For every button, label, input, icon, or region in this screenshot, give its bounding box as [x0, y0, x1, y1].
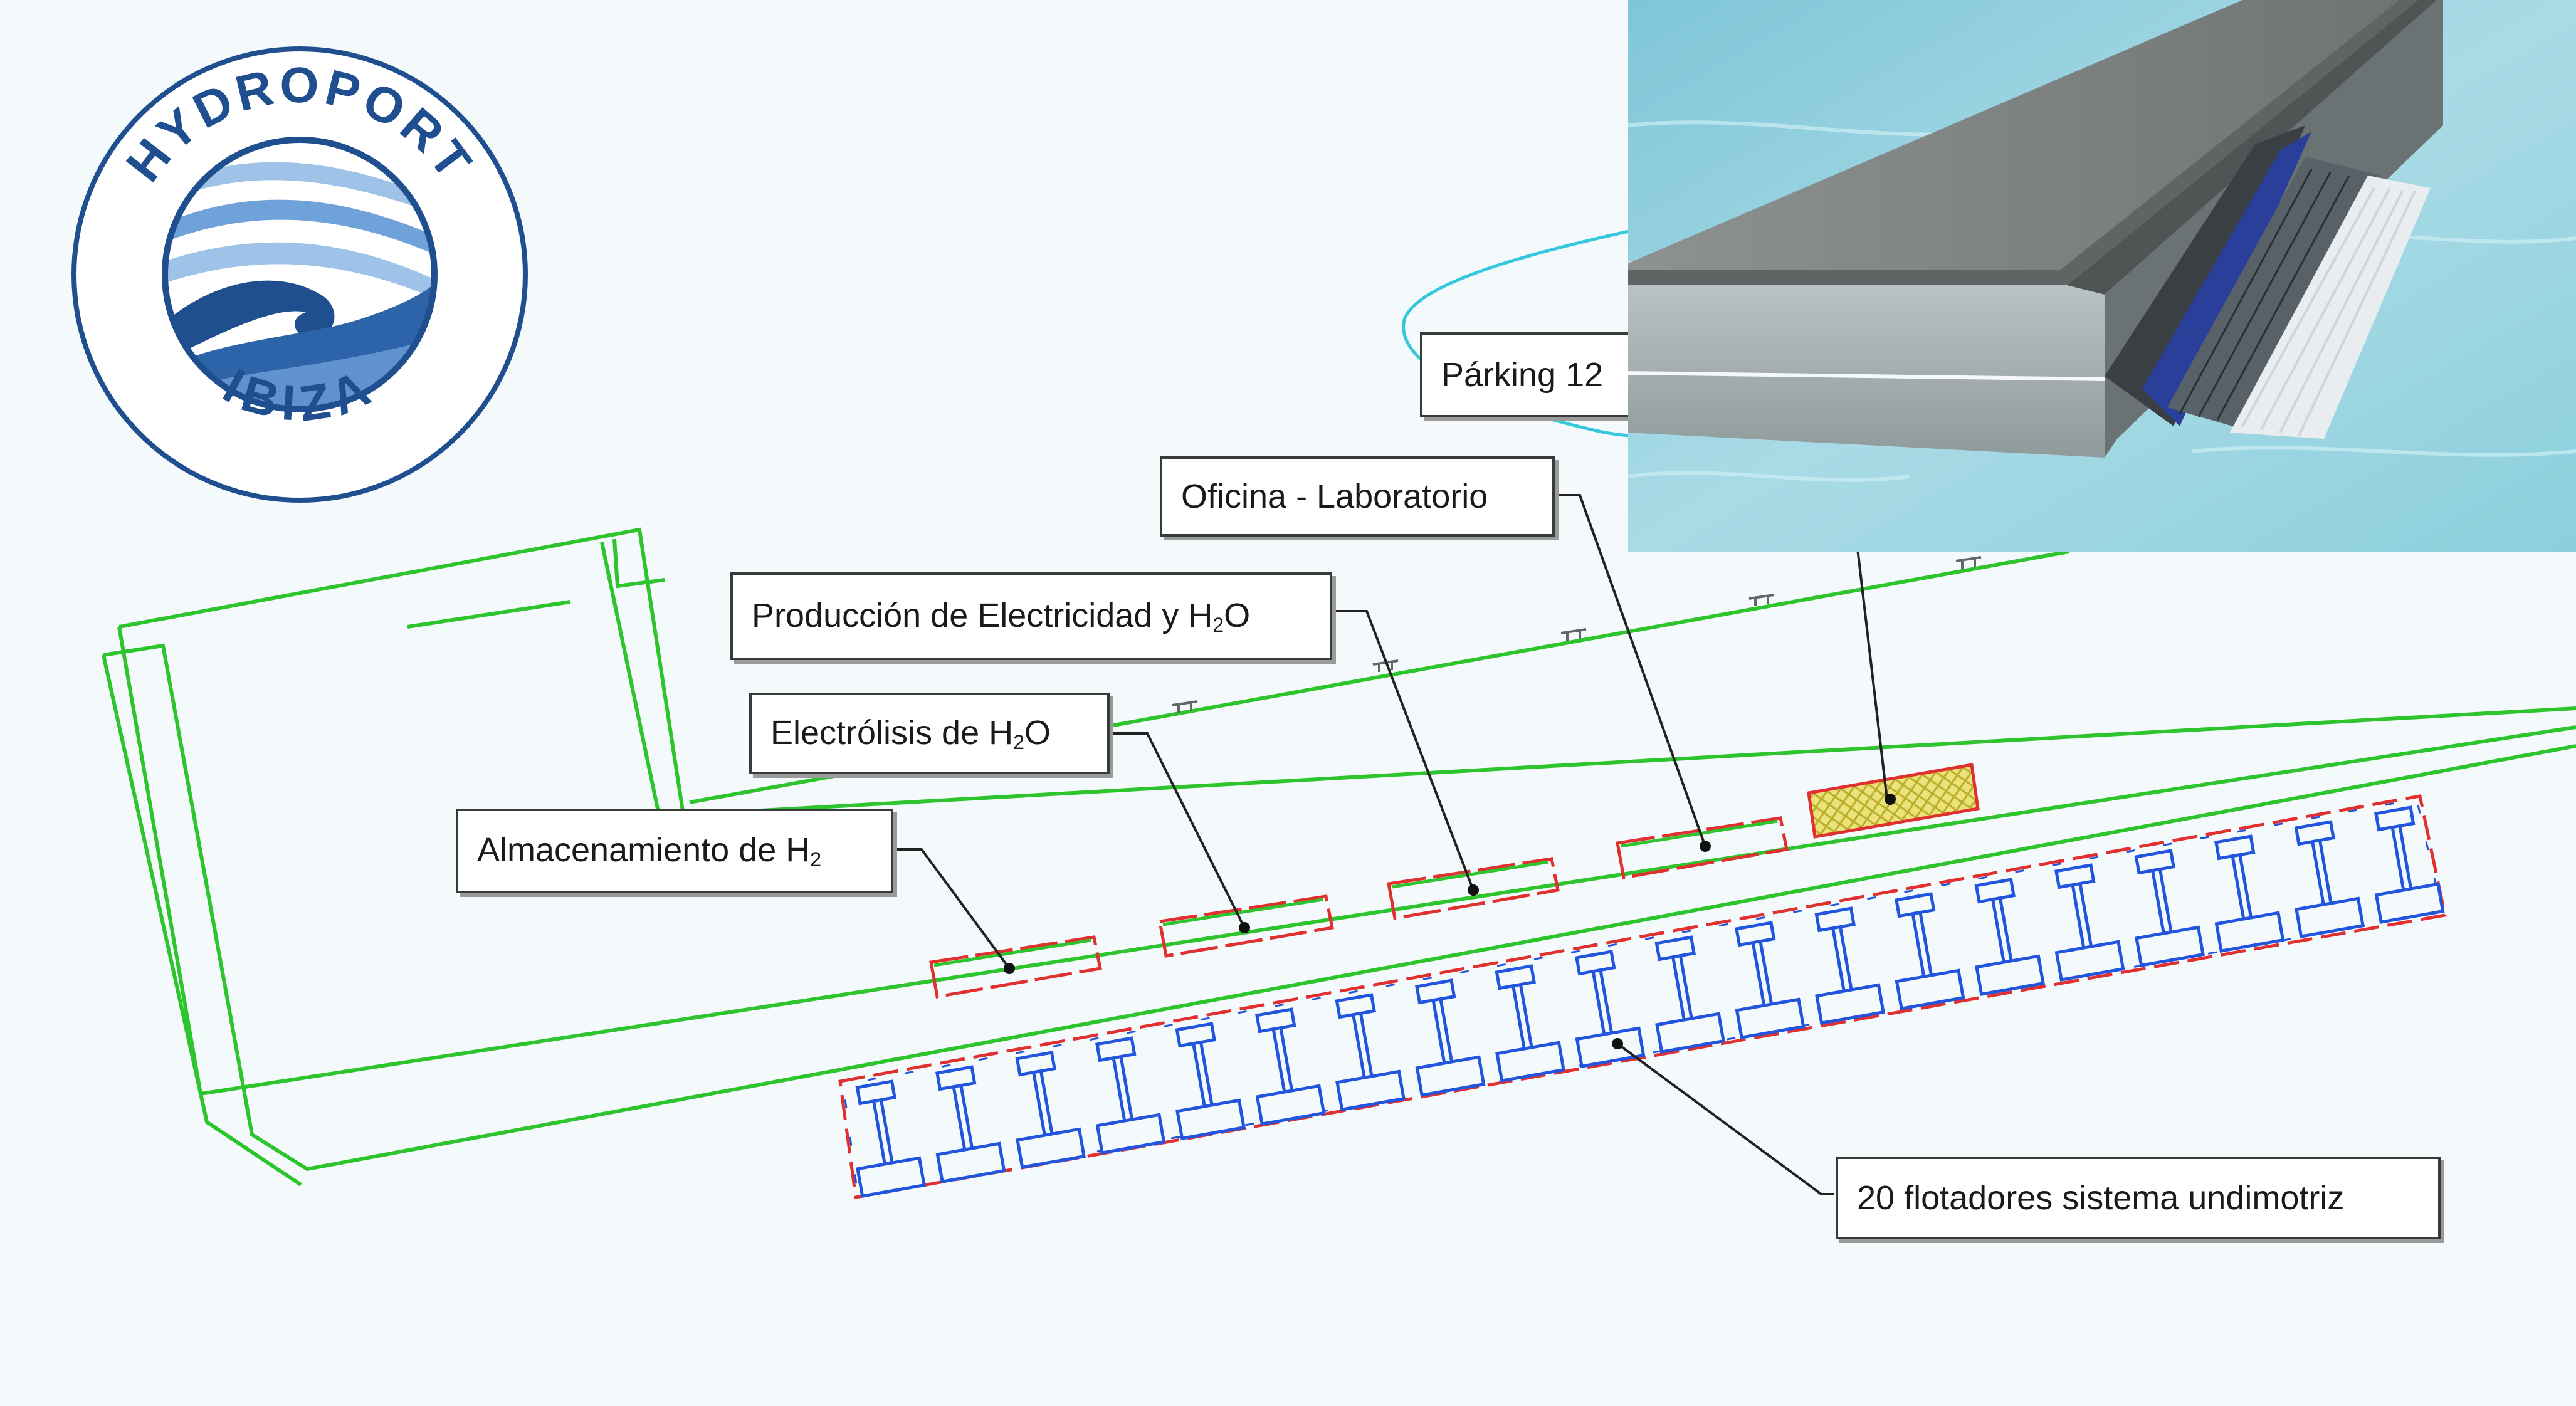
wave-float: [1735, 921, 1806, 1039]
label-almacenamiento: Almacenamiento de H2: [456, 809, 893, 893]
wave-device: [2105, 125, 2431, 439]
leader-dots: [1004, 794, 1896, 1049]
wave-float: [1495, 964, 1566, 1083]
wave-float: [1654, 935, 1726, 1054]
hydroport-logo: HYDROPORT IBIZA: [71, 46, 528, 503]
wave-float: [1015, 1051, 1086, 1169]
label-almacenamiento-text: Almacenamiento de H2: [477, 831, 822, 871]
pier-outline: [102, 527, 2576, 1187]
wave-float: [1814, 906, 1886, 1025]
label-electrolisis: Electrólisis de H2O: [749, 693, 1110, 774]
label-oficina: Oficina - Laboratorio: [1160, 456, 1555, 537]
wave-float: [2294, 820, 2365, 938]
label-flotadores: 20 flotadores sistema undimotriz: [1836, 1157, 2441, 1239]
wave-float: [1255, 1007, 1326, 1126]
float-frame: [838, 794, 2447, 1199]
wave-float: [1415, 978, 1486, 1097]
wave-float: [1175, 1022, 1246, 1140]
wave-floats: [855, 805, 2445, 1198]
wave-float: [2374, 805, 2445, 924]
label-parking-text: Párking 12: [1441, 356, 1604, 394]
wave-float: [2134, 849, 2205, 967]
label-produccion-text: Producción de Electricidad y H2O: [752, 596, 1251, 636]
label-produccion: Producción de Electricidad y H2O: [730, 572, 1332, 660]
wave-float: [2214, 834, 2285, 953]
label-electrolisis-text: Electrólisis de H2O: [770, 713, 1051, 753]
wave-float: [2054, 863, 2125, 982]
label-parking: Párking 12: [1420, 332, 1658, 417]
wave-float: [1974, 878, 2046, 996]
label-flotadores-text: 20 flotadores sistema undimotriz: [1857, 1179, 2345, 1217]
facility-boxes: [929, 816, 1789, 999]
label-oficina-text: Oficina - Laboratorio: [1181, 478, 1488, 515]
wave-float: [935, 1065, 1006, 1183]
pier-render-image: [1628, 0, 2576, 552]
wave-float: [1095, 1036, 1166, 1155]
wave-float: [1895, 892, 1965, 1010]
wave-float: [855, 1079, 927, 1198]
parking-outline: [1402, 224, 1668, 439]
wave-float: [1575, 950, 1646, 1068]
wave-float: [1335, 993, 1406, 1111]
